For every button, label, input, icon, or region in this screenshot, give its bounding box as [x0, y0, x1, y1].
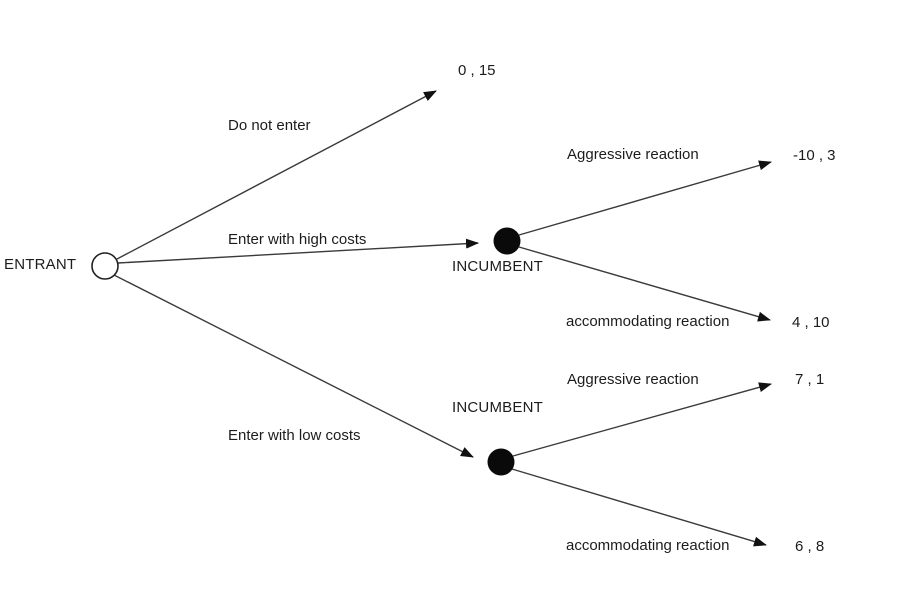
payoff-aggressive-high: -10 , 3: [793, 147, 836, 164]
branch-label-accommodating-low: accommodating reaction: [566, 537, 730, 554]
branch-accommodating-low-arrow: [511, 468, 767, 547]
branch-do-not-enter-arrow: [116, 90, 437, 260]
branch-enter-high-costs-arrow: [117, 238, 479, 264]
payoff-accommodating-high: 4 , 10: [792, 314, 830, 331]
incumbent-high-node: [493, 227, 521, 255]
branch-label-aggressive-high: Aggressive reaction: [567, 146, 699, 163]
branch-label-enter-high-costs: Enter with high costs: [228, 231, 367, 248]
payoff-accommodating-low: 6 , 8: [795, 538, 825, 555]
entrant-root-node: [91, 252, 119, 280]
incumbent-low-node: [487, 448, 515, 476]
branch-label-enter-low-costs: Enter with low costs: [228, 427, 361, 444]
incumbent-low-label: INCUMBENT: [452, 399, 543, 416]
incumbent-high-label: INCUMBENT: [452, 258, 543, 275]
branch-label-accommodating-high: accommodating reaction: [566, 313, 730, 330]
branch-aggressive-high-arrow: [518, 160, 772, 236]
payoff-do-not-enter: 0 , 15: [458, 62, 496, 79]
branch-label-do-not-enter: Do not enter: [228, 117, 311, 134]
branch-accommodating-high-arrow: [518, 246, 771, 322]
branch-enter-low-costs-arrow: [113, 274, 474, 458]
payoff-aggressive-low: 7 , 1: [795, 371, 825, 388]
branch-label-aggressive-low: Aggressive reaction: [567, 371, 699, 388]
entrant-label: ENTRANT: [4, 256, 77, 273]
branch-aggressive-low-arrow: [512, 382, 772, 457]
